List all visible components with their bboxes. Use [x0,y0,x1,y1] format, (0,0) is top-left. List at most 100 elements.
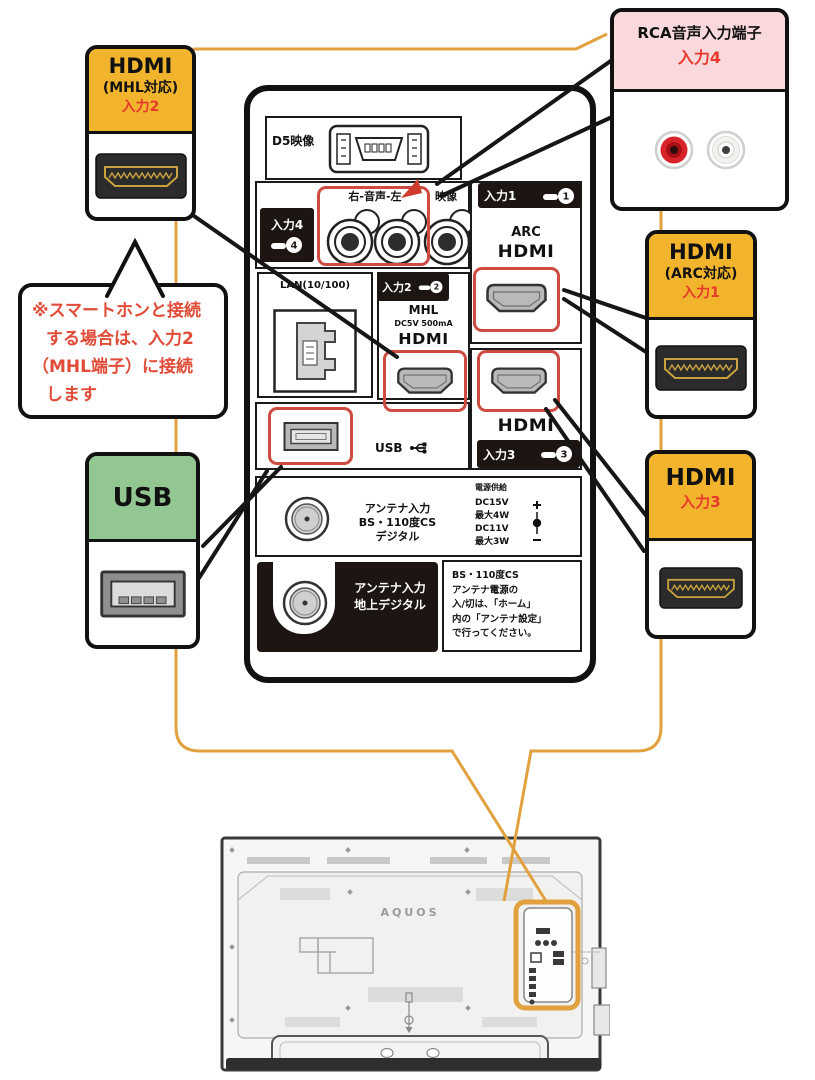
hdmi-mhl-subtitle: (MHL対応) [102,80,179,96]
note-bubble: ※スマートホンと接続 する場合は、入力2 （MHL端子）に接続 します [18,283,228,419]
usb-label: USB [375,441,403,455]
red-arrowhead [401,179,422,198]
antenna-ter-line1: アンテナ入力 [354,581,426,595]
bs-note-line3: 入/切は、「ホーム」 [452,599,536,610]
hdmi-input1-highlight [473,267,560,332]
usb-callout-line-2 [197,469,269,580]
antenna-bs-text: アンテナ入力 BS・110度CS デジタル [340,499,455,547]
input1-section [470,181,582,344]
input4-label-text: 入力4 [270,217,304,232]
rca-callout: RCA音声入力端子 入力4 [610,8,789,211]
side-connector-covers [570,947,610,1036]
audio-left-jack [373,218,421,266]
usb-port-highlight [268,407,353,465]
orange-wire-left-2 [174,647,548,902]
rca-callout-line-1 [435,58,614,186]
antenna-bs-line2: BS・110度CS [358,516,437,529]
dc15v: DC15V [475,498,509,508]
antenna-bs-line1: アンテナ入力 [364,502,431,515]
mhl-callout-line [192,214,399,359]
plug-icon: 2 [418,280,443,294]
usb-connector [99,569,186,618]
hdmi-arc-subtitle: (ARC対応) [664,266,738,282]
max4w: 最大4W [475,511,510,521]
hdmi-mhl-header: HDMI (MHL対応) 入力2 [89,49,192,134]
hdmi-logo-input3: HDMI [497,416,555,436]
hdmi-mhl-callout: HDMI (MHL対応) 入力2 [85,45,196,221]
usb-callout: USB [85,452,200,649]
audio-input4-highlight [317,186,430,266]
hdmi-input2-highlight [383,350,467,412]
usb-callout-line-1 [201,465,283,548]
hdmi-arc-body [649,320,753,415]
d5-label: D5映像 [272,134,315,148]
lan-label: LAN(10/100) [279,280,351,291]
mhl-power-text: DC5V 500mA [394,319,453,328]
hdmi-logo-input2: HDMI [398,329,449,348]
bs-note-line4: 内の「アンテナ設定」 [452,613,547,625]
mhl-text: MHL [408,303,439,317]
hdmi-mhl-title: HDMI [108,54,173,78]
note-bubble-pointer [105,237,165,298]
hdmi-connector [655,344,747,391]
input1-label-text: 入力1 [484,189,517,203]
power-supply-values: DC15V 最大4W DC11V 最大3W [475,497,523,549]
rca-callout-input: 入力4 [677,48,722,67]
input3-callout-line-2 [544,407,646,553]
audio-label: 右-音声-左 [348,190,402,203]
antenna-ter-text: アンテナ入力 地上デジタル [345,578,435,616]
coax-connector-bs [284,496,330,542]
center-screw [404,992,414,1034]
usb-callout-header: USB [89,456,196,542]
svg-text:1: 1 [563,191,570,202]
arc-callout-line-2 [562,297,648,354]
bs-power-note: BS・110度CS アンテナ電源の 入/切は、「ホーム」 内の「アンテナ設定」 … [442,560,582,652]
rca-plug-white [706,130,745,169]
vent-slots [247,857,550,864]
bs-note-line2: アンテナ電源の [452,584,519,596]
power-connector-outline [299,937,374,974]
usb-port [283,422,339,451]
hdmi-input3-input: 入力3 [680,493,721,511]
recess-panels [280,888,537,1027]
screws [229,847,471,1023]
input3-label: 入力3 3 [477,440,580,468]
rca-callout-title: RCA音声入力端子 [637,24,762,42]
input1-label: 入力1 1 [478,183,582,208]
svg-text:4: 4 [291,240,298,251]
hdmi-port-input3 [491,367,547,394]
rca-jacks [326,209,475,266]
rca-plug-red [654,130,693,169]
hdmi-logo-input1: HDMI [497,242,555,262]
hdmi-connector [94,152,187,199]
note-line2: する場合は、入力2 [46,329,194,349]
note-line3: （MHL端子）に接続 [32,357,193,377]
hdmi-port-input1 [486,283,547,313]
plug-icon: 4 [271,236,302,253]
usb-trident-icon [409,442,427,454]
hdmi-input3-header: HDMI 入力3 [649,454,752,541]
hdmi-arc-callout: HDMI (ARC対応) 入力1 [645,230,757,419]
antenna-bs-line3: デジタル [375,530,420,543]
input3-callout-line-1 [553,398,650,520]
max3w: 最大3W [475,537,510,547]
video-jack [423,218,471,266]
input2-label-text: 入力2 [382,281,412,294]
usb-label-row: USB [375,439,465,457]
coax-connector-ter [282,580,328,626]
svg-text:3: 3 [561,450,568,461]
orange-wire-top [193,32,608,51]
hdmi-mhl-input: 入力2 [121,99,160,115]
ethernet-port [273,309,357,393]
usb-callout-body [89,542,196,645]
tv-brand: AQUOS [380,906,439,919]
mini-connector-icons [529,928,564,1005]
hdmi-connector [658,567,743,609]
plug-icon: 3 [541,446,572,462]
input2-label: 入力2 2 [377,273,449,301]
hdmi-arc-header: HDMI (ARC対応) 入力1 [649,234,753,320]
hdmi-input3-highlight [477,350,560,412]
note-line4: します [46,385,97,405]
tv-terminal-highlight [513,899,581,1011]
